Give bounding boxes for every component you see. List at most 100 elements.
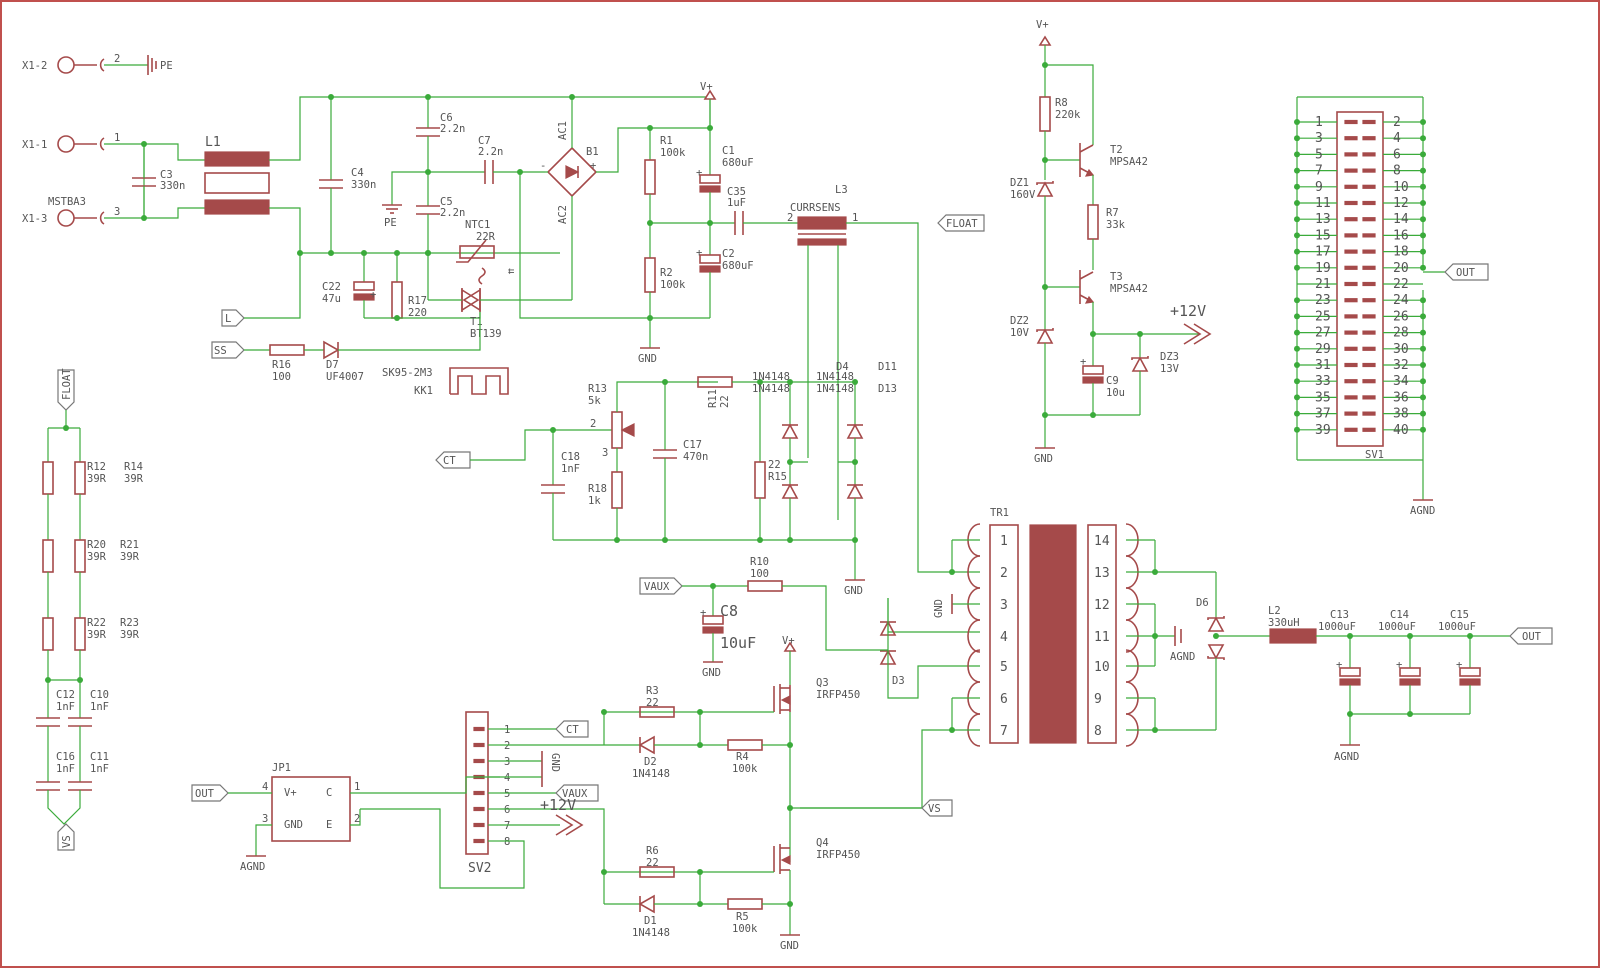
sv1-pin-label: 39: [1315, 423, 1331, 438]
svg-text:C14: C14: [1390, 609, 1409, 621]
sv1-pin-5: 5: [1294, 147, 1358, 162]
tr1-pin-label: 5: [1000, 660, 1008, 675]
svg-text:R17: R17: [408, 295, 427, 307]
svg-text:R13: R13: [588, 383, 607, 395]
svg-text:22: 22: [646, 857, 659, 869]
jp1-optocoupler: JP1 V+ C GND E 4 3 1 2 OUT AGND: [191, 762, 500, 873]
svg-text:-: -: [540, 160, 546, 172]
svg-text:C6: C6: [440, 112, 453, 124]
sv1-pin-label: 6: [1393, 147, 1401, 162]
sv2-pin-label: 1: [504, 724, 510, 736]
tr1-primary-turn: [967, 649, 981, 683]
svg-text:JP1: JP1: [272, 762, 291, 774]
svg-text:47u: 47u: [322, 293, 341, 305]
sv2-pin-4: 4: [473, 772, 510, 784]
svg-text:39R: 39R: [87, 473, 107, 485]
sv1-pin-label: 36: [1393, 390, 1409, 405]
r17: R17 220: [391, 253, 427, 319]
c3: C3 330n: [132, 144, 185, 218]
svg-text:+: +: [590, 160, 596, 172]
svg-text:NTC1: NTC1: [465, 219, 490, 231]
svg-text:D1: D1: [644, 915, 657, 927]
sv1-pin-36: 36: [1362, 390, 1426, 405]
svg-text:GND: GND: [549, 753, 561, 772]
sv1-pin-label: 29: [1315, 342, 1331, 357]
svg-text:OUT: OUT: [1456, 267, 1476, 279]
svg-text:1N4148: 1N4148: [816, 383, 854, 395]
svg-text:IRFP450: IRFP450: [816, 849, 860, 861]
svg-text:R14: R14: [124, 461, 143, 473]
sv1-pin-12: 12: [1362, 196, 1426, 211]
sv2-pin-2: 2: [473, 740, 510, 752]
sv1-pin-label: 1: [1315, 115, 1323, 130]
svg-text:22: 22: [646, 697, 659, 709]
svg-text:22R: 22R: [476, 231, 496, 243]
svg-text:220k: 220k: [1055, 109, 1081, 121]
svg-text:MPSA42: MPSA42: [1110, 283, 1148, 295]
x1-3-label: X1-3: [22, 213, 47, 225]
sv1-pin-9: 9: [1294, 180, 1358, 195]
svg-text:330n: 330n: [160, 180, 185, 192]
svg-text:1000uF: 1000uF: [1438, 621, 1476, 633]
sv1-pin-40: 40: [1362, 423, 1426, 438]
svg-text:3: 3: [602, 447, 608, 459]
sv2-pin-label: 3: [504, 756, 510, 768]
svg-text:R15: R15: [768, 471, 787, 483]
sv1-pin-label: 7: [1315, 164, 1323, 179]
svg-text:R22: R22: [87, 617, 106, 629]
net-float-label: FLOAT: [937, 214, 985, 232]
svg-text:L: L: [225, 313, 231, 325]
svg-text:AGND: AGND: [1334, 751, 1359, 763]
svg-text:5k: 5k: [588, 395, 601, 407]
sv1-pin-18: 18: [1362, 245, 1426, 260]
svg-text:KK1: KK1: [414, 385, 433, 397]
svg-text:SV1: SV1: [1365, 449, 1384, 461]
svg-text:R7: R7: [1106, 207, 1119, 219]
sv1-pin-6: 6: [1362, 147, 1426, 162]
sv1-pin-label: 27: [1315, 326, 1331, 341]
svg-text:R3: R3: [646, 685, 659, 697]
svg-text:160V: 160V: [1010, 189, 1036, 201]
x1-1-terminal: [57, 135, 75, 153]
output-section: D6 L2 330uH OUT +++ AGND C13 1000uF C14 …: [1196, 572, 1553, 763]
svg-text:GND: GND: [933, 599, 945, 618]
svg-text:GND: GND: [284, 819, 303, 831]
sv1-pin-label: 10: [1393, 180, 1409, 195]
snubber-section: FLOAT R12 39R R14 39R R20 39R R21 39R R2…: [36, 368, 144, 851]
svg-text:C11: C11: [90, 751, 109, 763]
svg-text:39R: 39R: [120, 551, 140, 563]
output-cap-2: +: [1396, 636, 1421, 714]
sv1-pin-label: 38: [1393, 407, 1409, 422]
svg-text:2: 2: [787, 212, 793, 224]
sv1-pin-label: 26: [1393, 309, 1409, 324]
net-l-label: L: [221, 253, 301, 327]
sv1-pin-label: 35: [1315, 390, 1331, 405]
svg-text:B1: B1: [586, 146, 599, 158]
svg-text:100: 100: [750, 568, 769, 580]
sv1-pin-4: 4: [1362, 131, 1426, 146]
svg-text:VS: VS: [928, 803, 941, 815]
svg-text:C5: C5: [440, 196, 453, 208]
sv1-pin-label: 24: [1393, 293, 1409, 308]
svg-text:AGND: AGND: [240, 861, 265, 873]
svg-text:SV2: SV2: [468, 861, 491, 876]
tr1-primary-turn: [967, 555, 981, 589]
tr1-pin-label: 3: [1000, 598, 1008, 613]
polarity-mark: +: [1336, 659, 1342, 671]
tr1-pin-label: 13: [1094, 566, 1110, 581]
svg-text:+: +: [696, 247, 702, 259]
svg-text:1N4148: 1N4148: [816, 371, 854, 383]
svg-text:R2: R2: [660, 267, 673, 279]
svg-text:C22: C22: [322, 281, 341, 293]
svg-text:1000uF: 1000uF: [1318, 621, 1356, 633]
svg-text:10V: 10V: [1010, 327, 1030, 339]
sv2-pin-6: 6: [473, 804, 510, 816]
sv2-pin-label: 7: [504, 820, 510, 832]
svg-text:1nF: 1nF: [561, 463, 580, 475]
dc-bus-section: V+ R1 100k R2 100k + + C1 680uF C2 680uF…: [519, 81, 985, 573]
tr1-pin-label: 11: [1094, 630, 1110, 645]
svg-text:T2: T2: [1110, 144, 1123, 156]
